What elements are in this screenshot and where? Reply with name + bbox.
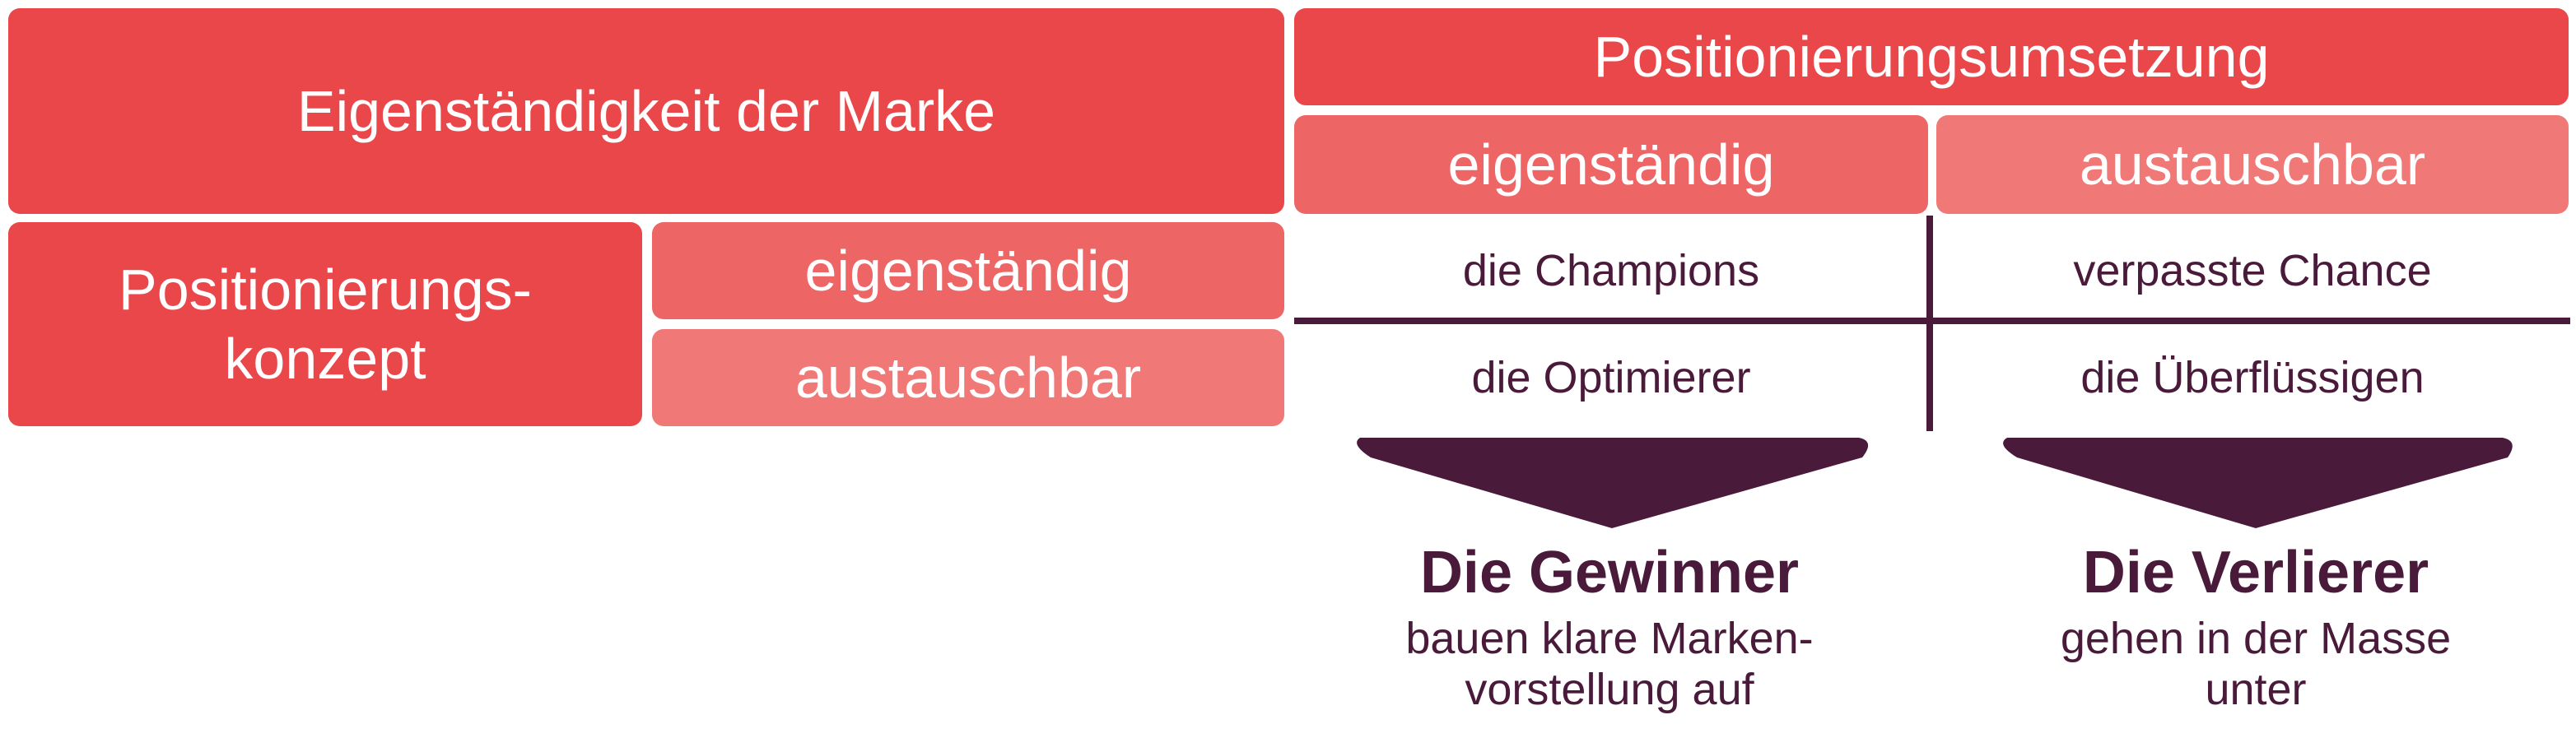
implementation-aus-label: austauschbar	[2079, 132, 2426, 197]
winner-title: Die Gewinner	[1419, 540, 1800, 606]
matrix-cell-optimizers: die Optimierer	[1294, 329, 1928, 426]
superfluous-label: die Überflüssigen	[2080, 353, 2425, 402]
concept-title-box: Positionierungs- konzept	[8, 222, 642, 426]
concept-eigen-label: eigenständig	[804, 239, 1132, 303]
matrix-vertical-divider	[1926, 216, 1933, 431]
loser-arrow-icon	[2003, 438, 2513, 528]
winner-subtitle: bauen klare Marken- vorstellung auf	[1405, 614, 1814, 715]
matrix-cell-superfluous: die Überflüssigen	[1936, 329, 2569, 426]
loser-subtitle: gehen in der Masse unter	[2060, 614, 2452, 715]
concept-aus-label: austauschbar	[794, 346, 1142, 410]
loser-title: Die Verlierer	[2082, 540, 2429, 606]
concept-eigen-box: eigenständig	[652, 222, 1284, 319]
implementation-title-label: Positionierungsumsetzung	[1593, 25, 2270, 89]
implementation-eigen-label: eigenständig	[1447, 132, 1775, 197]
implementation-eigen-box: eigenständig	[1294, 115, 1928, 214]
champions-label: die Champions	[1462, 246, 1760, 295]
implementation-aus-box: austauschbar	[1936, 115, 2569, 214]
missed-chance-label: verpasste Chance	[2073, 246, 2432, 295]
matrix-cell-missed-chance: verpasste Chance	[1936, 222, 2569, 319]
concept-title-label: Positionierungs- konzept	[119, 258, 532, 391]
matrix-cell-champions: die Champions	[1294, 222, 1928, 319]
concept-aus-box: austauschbar	[652, 329, 1284, 426]
implementation-title-box: Positionierungsumsetzung	[1294, 8, 2569, 105]
brand-title-box: Eigenständigkeit der Marke	[8, 8, 1284, 214]
brand-title-label: Eigenständigkeit der Marke	[296, 79, 996, 143]
optimizers-label: die Optimierer	[1471, 353, 1751, 402]
winner-arrow-icon	[1357, 438, 1869, 528]
